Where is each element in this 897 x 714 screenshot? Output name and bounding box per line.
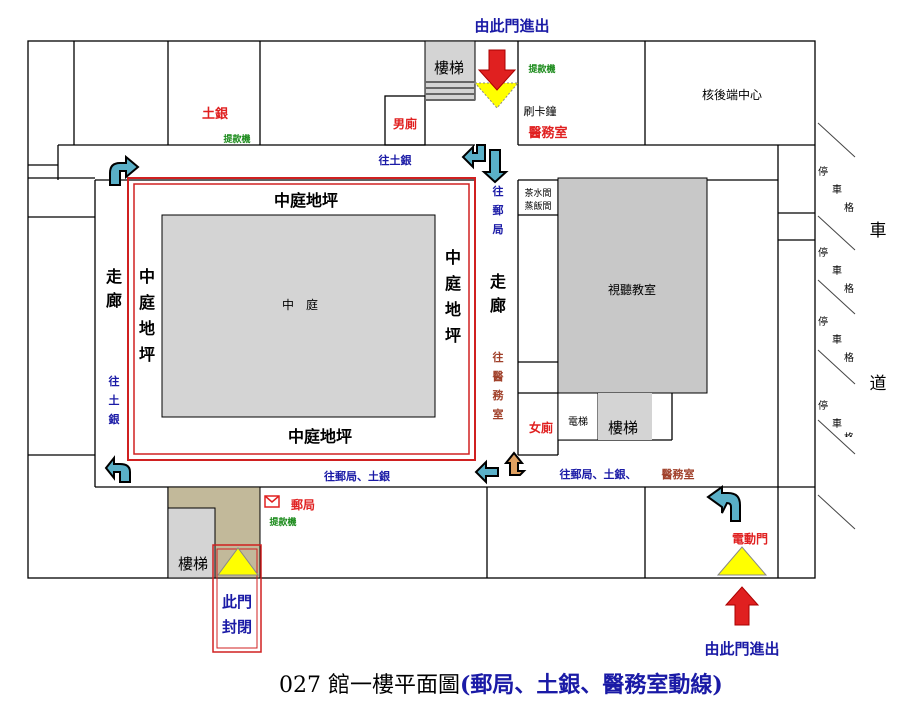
arrow-down-entry-icon <box>477 49 517 91</box>
atm-label-1: 提款機 <box>223 133 250 145</box>
av-room-label: 視聽教室 <box>608 282 656 297</box>
parking-char: 車 <box>832 185 842 196</box>
route-char: 務 <box>492 389 504 402</box>
route-to-post-bank: 往郵局、土銀 <box>324 469 390 483</box>
courtyard <box>161 214 436 418</box>
lawn-label-left: 中庭地坪 <box>139 267 156 364</box>
closed-door-label-1: 此門 <box>222 593 252 611</box>
stairs-top-label: 樓梯 <box>434 59 464 77</box>
lawn-border-inner <box>133 183 470 455</box>
elevator-label: 電梯 <box>568 415 588 428</box>
route-char: 往 <box>492 351 504 364</box>
door-closed <box>217 547 259 576</box>
entrance-bottom-label: 由此門進出 <box>704 640 779 658</box>
parking-char: 格 <box>844 429 854 437</box>
route-to-all-a: 往郵局、土銀、 <box>560 467 637 481</box>
parking-char: 車 <box>832 419 842 430</box>
parking-char: 停 <box>818 317 828 328</box>
land-bank-label: 土銀 <box>202 106 228 122</box>
atm-label-3: 提款機 <box>269 516 296 528</box>
parking-lines <box>817 122 856 530</box>
closed-door-label-2: 封閉 <box>222 618 252 636</box>
door-auto[interactable] <box>716 546 768 576</box>
steam-room-label: 蒸飯間 <box>524 200 551 212</box>
stair-steps <box>425 81 475 101</box>
route-to-post-vertical: 往郵局 <box>490 182 506 239</box>
closed-door-box <box>212 544 262 653</box>
auto-door-label: 電動門 <box>732 531 768 546</box>
title-main: 027 館一樓平面圖 <box>279 673 460 698</box>
parking-char: 停 <box>818 401 828 412</box>
arrow-turn-left-icon <box>461 144 486 170</box>
clinic-label: 醫務室 <box>528 125 567 141</box>
route-char: 往 <box>108 375 120 388</box>
route-to-land-bank-top: 往土銀 <box>379 153 412 167</box>
stairs-bottom-label: 樓梯 <box>178 555 208 573</box>
parking-char: 格 <box>844 203 854 214</box>
corridor-left-label: 走廊 <box>106 267 123 310</box>
route-to-clinic-vertical: 往醫務室 <box>490 348 506 424</box>
arrow-up-entry-icon <box>724 586 760 626</box>
route-char: 銀 <box>108 413 120 426</box>
arrow-turn-up-icon <box>104 455 131 483</box>
route-to-all-b: 醫務室 <box>662 467 695 481</box>
stairs-bottom <box>167 507 216 579</box>
arrow-turn-left-2-icon <box>706 485 741 522</box>
route-char: 室 <box>492 408 504 421</box>
parking-char: 車 <box>832 335 842 346</box>
title-sub: (郵局、土銀、醫務室動線) <box>460 672 723 698</box>
courtyard-label: 中 庭 <box>282 297 318 312</box>
lawn-label-bottom: 中庭地坪 <box>288 427 352 446</box>
arrow-down-icon <box>481 149 509 184</box>
parking-char: 格 <box>844 353 854 364</box>
tea-room-label: 茶水間 <box>524 187 551 199</box>
route-char: 土 <box>108 394 120 407</box>
post-office-label: 郵局 <box>291 497 315 512</box>
womens-room-label: 女廁 <box>529 420 553 435</box>
road-label-1: 車 <box>870 221 887 241</box>
corridor-right-label: 走廊 <box>490 272 507 315</box>
av-room <box>557 177 708 394</box>
entrance-top-label: 由此門進出 <box>474 17 549 35</box>
parking-char: 停 <box>818 248 828 259</box>
road-label-2: 道 <box>870 374 887 394</box>
lawn-label-right: 中庭地坪 <box>445 248 462 345</box>
route-to-land-bank-vertical: 往土銀 <box>106 372 122 429</box>
route-char: 局 <box>492 223 504 236</box>
route-char: 往 <box>492 185 504 198</box>
mens-room-label: 男廁 <box>393 116 417 131</box>
lawn-label-top: 中庭地坪 <box>274 191 338 210</box>
stairs-top <box>424 40 476 101</box>
nuclear-center-label: 核後端中心 <box>702 87 762 102</box>
mail-icon <box>264 495 280 508</box>
parking-char: 格 <box>844 284 854 295</box>
stairs-right <box>598 393 652 440</box>
parking-char: 車 <box>832 266 842 277</box>
route-arrows <box>104 144 741 522</box>
route-char: 醫 <box>492 370 504 383</box>
arrow-turn-orange-icon <box>503 451 527 476</box>
route-char: 郵 <box>492 204 504 217</box>
parking-char: 停 <box>818 167 828 178</box>
atm-label-2: 提款機 <box>528 63 555 75</box>
card-clock-label: 刷卡鐘 <box>524 104 557 118</box>
arrow-left-icon <box>474 459 499 485</box>
stairs-right-label: 樓梯 <box>608 419 638 437</box>
arrow-turn-right-icon <box>109 154 140 186</box>
lawn-border-outer <box>127 177 476 461</box>
